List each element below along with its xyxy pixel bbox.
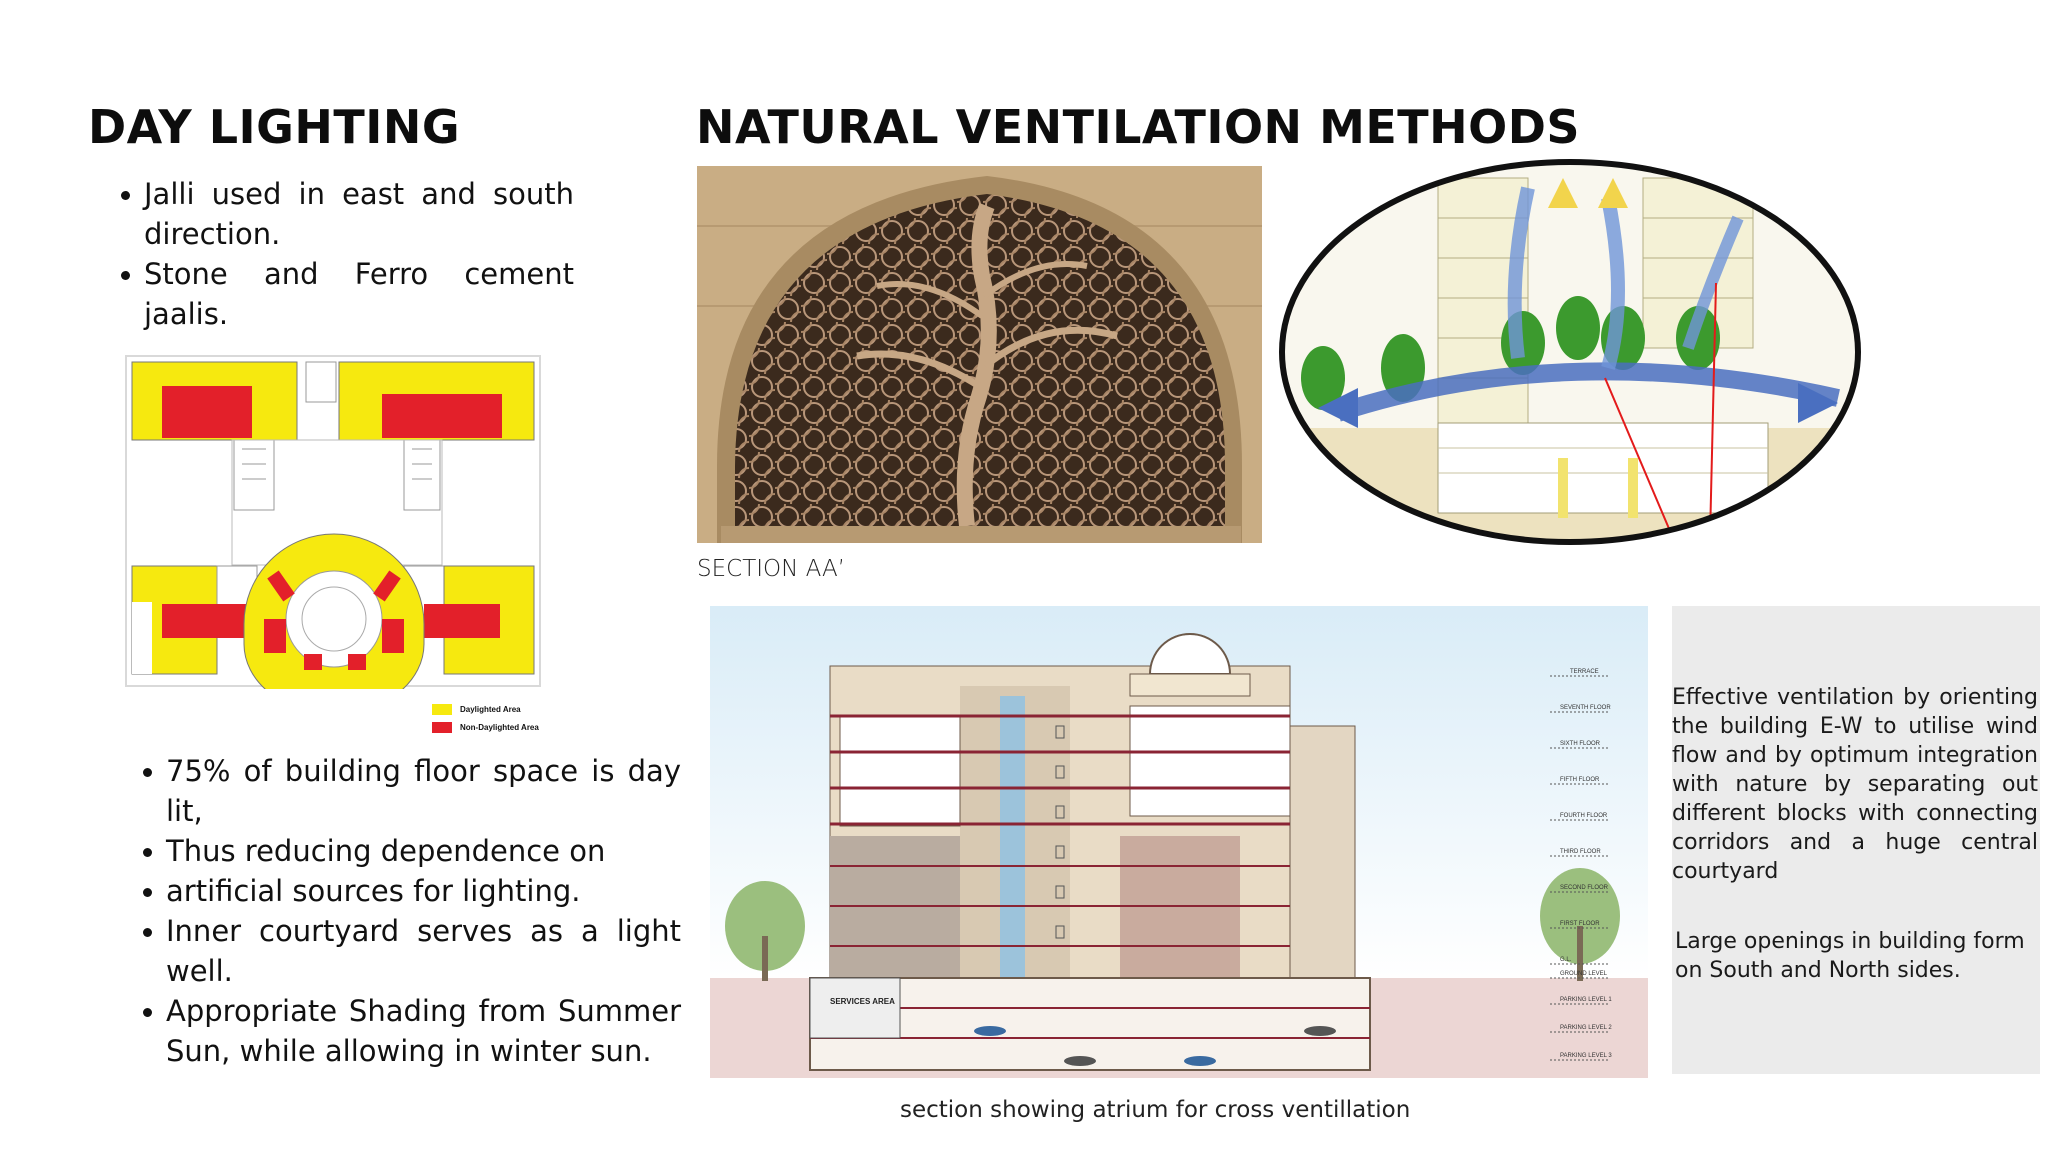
ventilation-text-box bbox=[1672, 606, 2040, 1074]
level-label: PARKING LEVEL 3 bbox=[1560, 1053, 1612, 1059]
services-area-label: SERVICES AREA bbox=[830, 997, 895, 1006]
list-item: Jalli used in east and south direction. bbox=[121, 174, 574, 254]
floor-plan-legend: Daylighted Area Non-Daylighted Area bbox=[432, 700, 562, 736]
daylight-top-bullets: Jalli used in east and south direction. … bbox=[116, 174, 574, 334]
list-item: 75% of building floor space is day lit, bbox=[143, 751, 681, 831]
legend-swatch-red bbox=[432, 721, 452, 733]
legend-non-daylit: Non-Daylighted Area bbox=[432, 718, 562, 736]
jali-drawing bbox=[697, 166, 1262, 543]
level-label: SIXTH FLOOR bbox=[1560, 741, 1601, 747]
list-item: Appropriate Shading from Summer Sun, whi… bbox=[143, 991, 681, 1071]
ventilation-drawing bbox=[1279, 159, 1861, 545]
list-item: artificial sources for lighting. bbox=[143, 871, 681, 911]
floor-plan-drawing bbox=[124, 354, 544, 715]
level-label: G.L. bbox=[1560, 957, 1572, 963]
list-item: Thus reducing dependence on bbox=[143, 831, 681, 871]
section-drawing: SERVICES AREA TERRACE SEVENTH FLOOR SIXT… bbox=[710, 606, 1648, 1078]
level-label: FIRST FLOOR bbox=[1560, 921, 1600, 927]
level-label: TERRACE bbox=[1570, 669, 1599, 675]
legend-swatch-yellow bbox=[432, 703, 452, 715]
list-item: Inner courtyard serves as a light well. bbox=[143, 911, 681, 991]
level-label: THIRD FLOOR bbox=[1560, 849, 1601, 855]
daylighting-floor-plan bbox=[124, 354, 544, 715]
ventilation-diagram bbox=[1278, 158, 1862, 546]
level-label: SEVENTH FLOOR bbox=[1560, 705, 1611, 711]
level-label: FOURTH FLOOR bbox=[1560, 813, 1608, 819]
level-label: SECOND FLOOR bbox=[1560, 885, 1609, 891]
level-label: GROUND LEVEL bbox=[1560, 971, 1608, 977]
level-label: PARKING LEVEL 1 bbox=[1560, 997, 1612, 1003]
level-label: PARKING LEVEL 2 bbox=[1560, 1025, 1612, 1031]
level-label: FIFTH FLOOR bbox=[1560, 777, 1600, 783]
jali-window-photo bbox=[697, 166, 1262, 543]
day-lighting-title: DAY LIGHTING bbox=[88, 100, 461, 154]
ventilation-description: Effective ventilation by orienting the b… bbox=[1672, 685, 2038, 884]
section-aa-label: SECTION AA’ bbox=[697, 556, 846, 582]
legend-daylit: Daylighted Area bbox=[432, 700, 562, 718]
list-item: Stone and Ferro cement jaalis. bbox=[121, 254, 574, 334]
atrium-section-drawing: SERVICES AREA TERRACE SEVENTH FLOOR SIXT… bbox=[710, 606, 1648, 1078]
daylight-bottom-bullets: 75% of building floor space is day lit, … bbox=[138, 751, 681, 1071]
openings-description: Large openings in building form on South… bbox=[1675, 929, 2025, 983]
natural-ventilation-title: NATURAL VENTILATION METHODS bbox=[696, 100, 1581, 154]
section-caption: section showing atrium for cross ventill… bbox=[900, 1097, 1411, 1123]
